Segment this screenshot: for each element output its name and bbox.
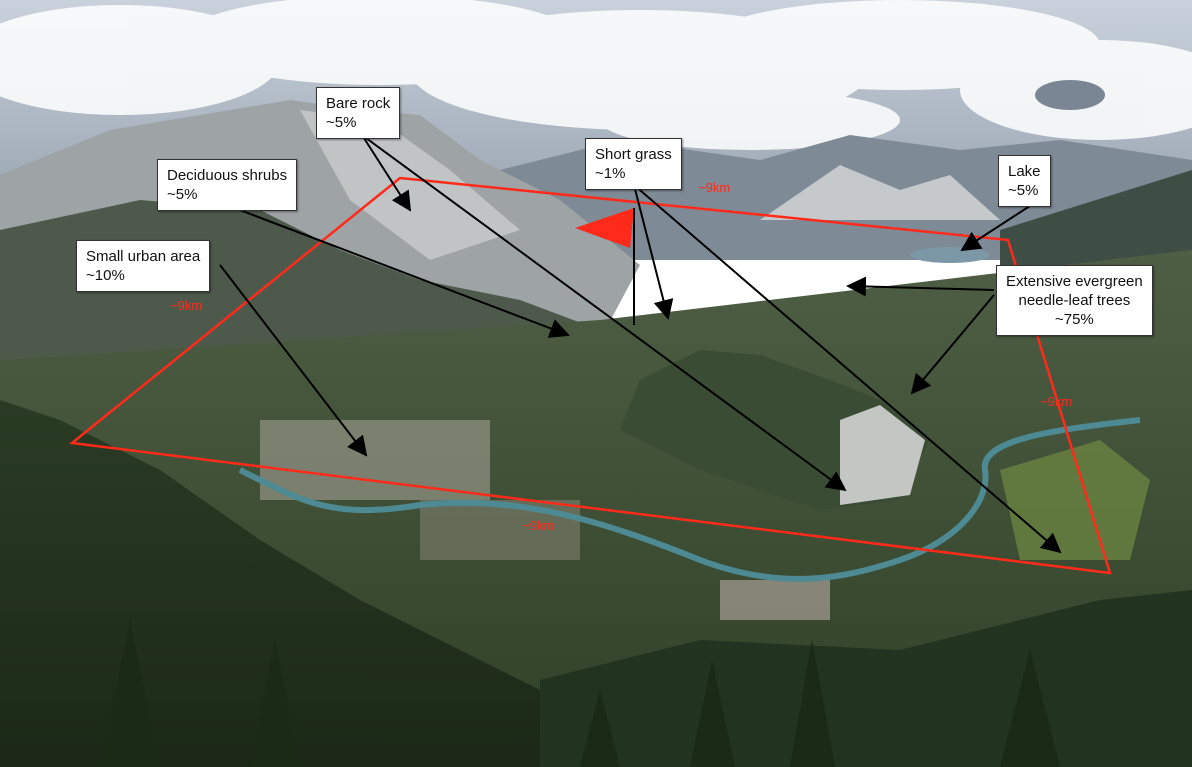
label-evergreen-line2: needle-leaf trees <box>1018 292 1131 309</box>
label-evergreen-line1: Extensive evergreen <box>1006 273 1143 290</box>
golf-course <box>1000 440 1150 560</box>
hotel <box>720 580 830 620</box>
label-bare-rock-name: Bare rock <box>326 95 391 112</box>
viewpoint-marker <box>575 208 634 248</box>
label-small-urban-area: Small urban area ~10% <box>76 240 211 292</box>
arrow-evergreen-2 <box>910 294 995 395</box>
lake-water <box>910 247 990 263</box>
river <box>238 417 1141 582</box>
foreground-trees <box>100 620 1060 767</box>
label-deciduous-shrubs: Deciduous shrubs ~5% <box>157 159 298 211</box>
clouds <box>0 0 1192 150</box>
label-evergreen-trees: Extensive evergreen needle-leaf trees ~7… <box>996 265 1153 336</box>
label-bare-rock-pct: ~5% <box>326 114 357 131</box>
label-lake: Lake ~5% <box>998 155 1051 207</box>
study-area-outline <box>68 176 1112 575</box>
far-right-ridge <box>1000 170 1192 280</box>
mountain-highlight <box>300 110 520 260</box>
arrow-grass-1 <box>633 184 674 320</box>
distance-label-right: ~9km <box>1040 394 1073 409</box>
label-lake-name: Lake <box>1008 163 1041 180</box>
town-area <box>260 420 490 500</box>
label-evergreen-pct: ~75% <box>1054 311 1094 328</box>
label-small-urban-area-pct: ~10% <box>86 267 125 284</box>
arrow-evergreen-1 <box>846 276 995 297</box>
foreground-forest <box>0 400 620 767</box>
right-peak <box>760 165 1000 220</box>
arrow-grass-2 <box>633 184 1062 554</box>
arrow-bare-rock-2 <box>361 134 847 492</box>
label-deciduous-shrubs-name: Deciduous shrubs <box>167 167 288 184</box>
tunnel-cliff <box>840 405 925 505</box>
label-short-grass-pct: ~1% <box>595 165 626 182</box>
distance-label-top: ~9km <box>698 180 731 195</box>
arrow-bare-rock-1 <box>361 134 412 212</box>
label-short-grass: Short grass ~1% <box>585 138 682 190</box>
label-bare-rock: Bare rock ~5% <box>316 87 401 139</box>
label-lake-pct: ~5% <box>1008 182 1039 199</box>
arrow-urban <box>219 264 368 457</box>
distance-label-bottom: ~9km <box>522 518 555 533</box>
distance-label-left: ~9km <box>170 298 203 313</box>
arrow-deciduous <box>231 206 570 338</box>
dark-cloud <box>1035 80 1105 110</box>
label-small-urban-area-name: Small urban area <box>86 248 201 265</box>
label-deciduous-shrubs-pct: ~5% <box>167 186 198 203</box>
arrow-lake <box>960 201 1037 252</box>
annotation-arrows <box>219 134 1062 554</box>
town-area-south <box>420 500 580 560</box>
label-short-grass-name: Short grass <box>595 146 672 163</box>
